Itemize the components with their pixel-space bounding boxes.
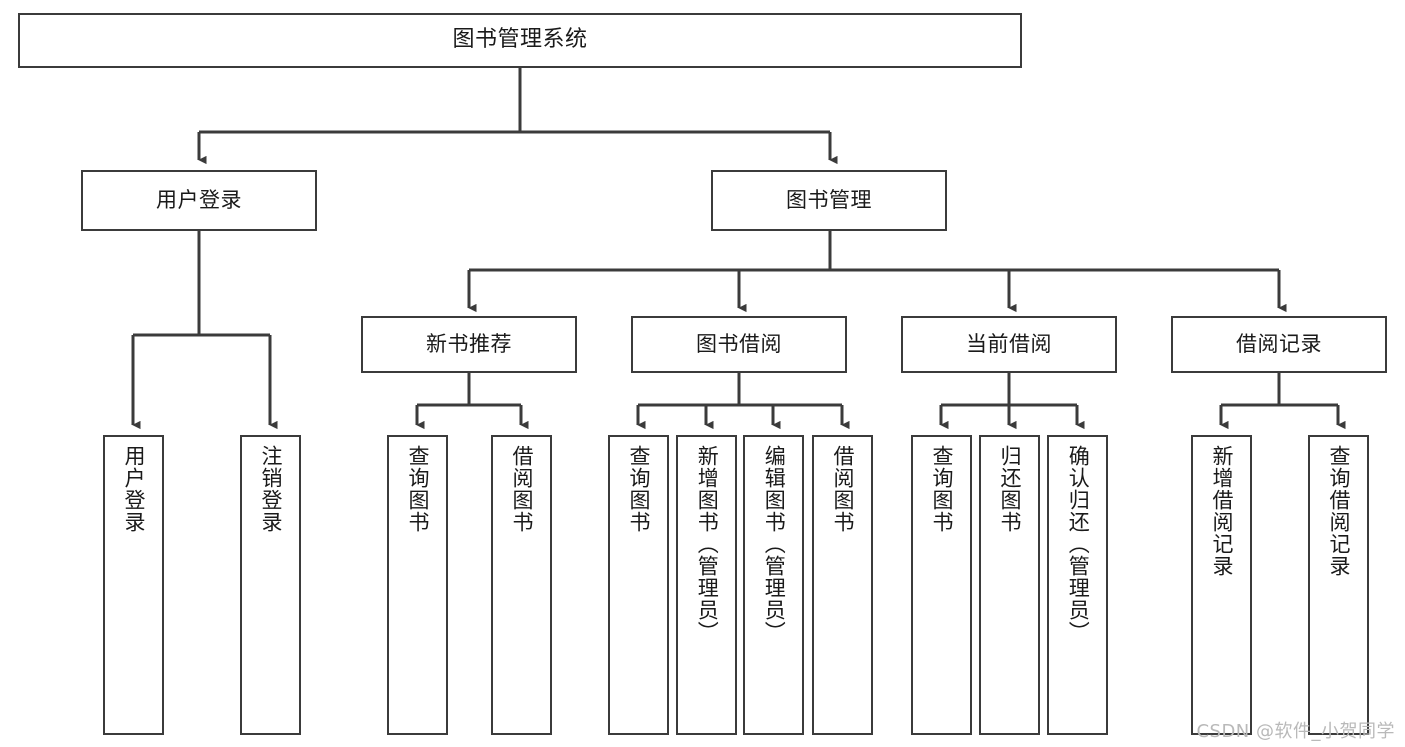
node-leaf-query-book-recommend[interactable]: 查询图书: [387, 435, 448, 735]
node-label: 查询图书: [626, 445, 651, 533]
connector-borrow-record-to-leaves: [1219, 373, 1346, 430]
node-label: 借阅图书: [509, 445, 534, 533]
connector-book-borrow-to-leaves: [636, 373, 850, 430]
connector-new-book-to-leaves: [415, 373, 529, 430]
node-label: 新增图书（管理员）: [695, 445, 720, 643]
node-label: 新书推荐: [426, 331, 512, 356]
connector-current-borrow-to-leaves: [939, 373, 1085, 430]
node-new-book-recommend[interactable]: 新书推荐: [361, 316, 577, 373]
node-label: 图书管理系统: [452, 27, 588, 53]
node-root-book-management-system[interactable]: 图书管理系统: [18, 13, 1022, 68]
node-leaf-return-book[interactable]: 归还图书: [979, 435, 1040, 735]
connector-book-mgmt-to-level2: [467, 231, 1287, 313]
node-book-management[interactable]: 图书管理: [711, 170, 947, 231]
node-label: 归还图书: [997, 445, 1022, 533]
node-label: 确认归还（管理员）: [1066, 445, 1091, 643]
node-label: 用户登录: [156, 187, 242, 212]
node-leaf-query-book-borrow[interactable]: 查询图书: [608, 435, 669, 735]
node-label: 查询借阅记录: [1326, 445, 1351, 577]
node-borrow-record[interactable]: 借阅记录: [1171, 316, 1387, 373]
node-leaf-edit-book-admin[interactable]: 编辑图书（管理员）: [743, 435, 804, 735]
node-label: 查询图书: [405, 445, 430, 533]
node-label: 用户登录: [121, 445, 146, 533]
node-label: 编辑图书（管理员）: [762, 445, 787, 643]
node-book-borrow[interactable]: 图书借阅: [631, 316, 847, 373]
node-leaf-add-book-admin[interactable]: 新增图书（管理员）: [676, 435, 737, 735]
node-leaf-add-borrow-record[interactable]: 新增借阅记录: [1191, 435, 1252, 735]
node-current-borrow[interactable]: 当前借阅: [901, 316, 1117, 373]
node-leaf-user-login[interactable]: 用户登录: [103, 435, 164, 735]
node-leaf-borrow-book-recommend[interactable]: 借阅图书: [491, 435, 552, 735]
watermark-text: CSDN @软件_小贺同学: [1196, 721, 1395, 742]
node-leaf-logout-login[interactable]: 注销登录: [240, 435, 301, 735]
node-label: 图书管理: [786, 187, 872, 212]
connector-user-login-to-leaves: [131, 231, 278, 430]
node-label: 当前借阅: [966, 331, 1052, 356]
node-leaf-borrow-book[interactable]: 借阅图书: [812, 435, 873, 735]
node-label: 图书借阅: [696, 331, 782, 356]
connector-root-to-level1: [197, 68, 838, 165]
node-leaf-query-book-current[interactable]: 查询图书: [911, 435, 972, 735]
node-label: 新增借阅记录: [1209, 445, 1234, 577]
node-label: 注销登录: [258, 445, 283, 533]
node-user-login[interactable]: 用户登录: [81, 170, 317, 231]
node-leaf-confirm-return-admin[interactable]: 确认归还（管理员）: [1047, 435, 1108, 735]
node-label: 借阅记录: [1236, 331, 1322, 356]
node-label: 查询图书: [929, 445, 954, 533]
node-leaf-query-borrow-record[interactable]: 查询借阅记录: [1308, 435, 1369, 735]
node-label: 借阅图书: [830, 445, 855, 533]
